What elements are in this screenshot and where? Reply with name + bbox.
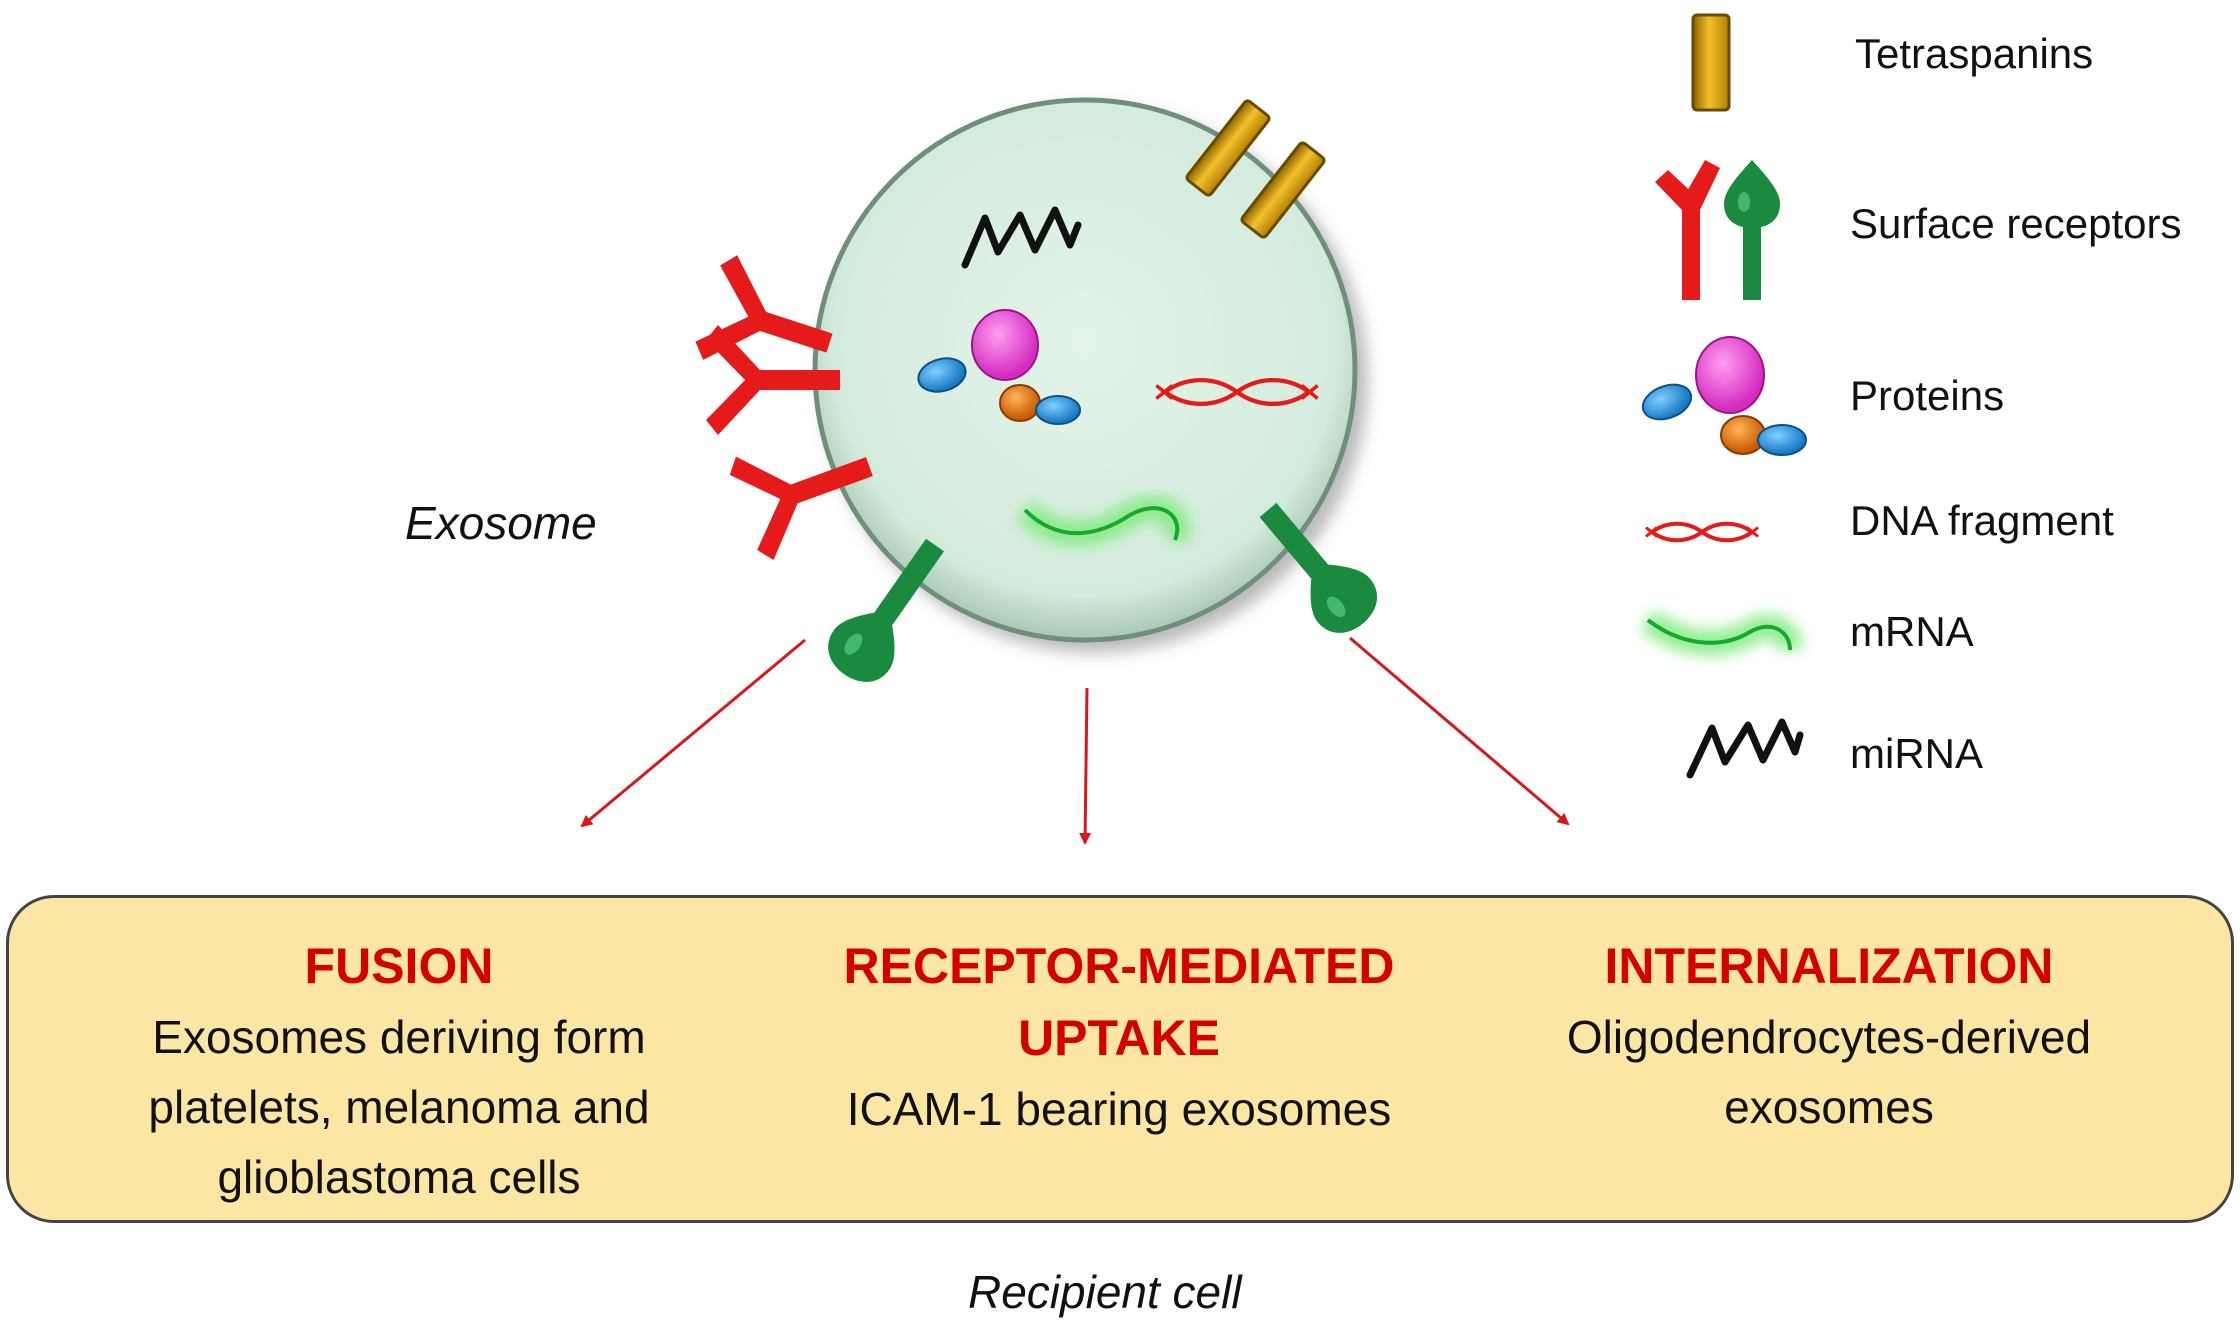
surface-receptors-icon <box>1655 160 1780 300</box>
dna-fragment-icon <box>1645 521 1759 543</box>
pathway-receptor-mediated-description: ICAM-1 bearing exosomes <box>846 1083 1392 1135</box>
pathway-fusion-title: FUSION <box>304 938 494 994</box>
recipient-cell-label: Recipient cell <box>968 1266 1242 1318</box>
exosome-mrna <box>1015 495 1191 547</box>
exosome-tetraspanin-2 <box>1240 141 1326 239</box>
pathway-fusion-description: Exosomes deriving form platelets, melano… <box>148 1011 650 1203</box>
legend-label-mrna: mRNA <box>1850 608 1974 655</box>
recipient-cell-box: FUSION Exosomes deriving form platelets,… <box>6 895 2234 1223</box>
pathway-receptor-mediated-title: RECEPTOR-MEDIATED UPTAKE <box>843 938 1395 1066</box>
pathway-internalization-title: INTERNALIZATION <box>1604 938 2054 994</box>
exosome-proteins <box>917 309 1081 425</box>
legend-label-surface-receptors: Surface receptors <box>1850 200 2182 247</box>
arrow-receptor-mediated <box>1079 687 1092 845</box>
exosome-tetraspanin-1 <box>1185 99 1271 197</box>
arrow-internalization <box>1349 636 1570 826</box>
exosome-label: Exosome <box>405 497 597 549</box>
arrow-fusion <box>580 638 806 828</box>
exosome-dna-fragment <box>1155 377 1319 407</box>
pathway-internalization: INTERNALIZATION Oligodendrocytes-derived… <box>1489 930 2169 1142</box>
legend-label-proteins: Proteins <box>1850 372 2005 419</box>
legend-label-tetraspanins: Tetraspanins <box>1855 30 2094 77</box>
exosome-red-receptor-3 <box>729 456 873 560</box>
mrna-icon <box>1640 609 1803 656</box>
exosome-red-receptor-2 <box>706 325 840 435</box>
legend-label-mirna: miRNA <box>1850 730 1983 777</box>
exosome-mirna <box>961 206 1082 269</box>
pathway-fusion: FUSION Exosomes deriving form platelets,… <box>69 930 729 1212</box>
tetraspanin-icon <box>1691 13 1731 112</box>
exosome-green-receptor-1 <box>828 538 945 682</box>
exosome-green-receptor-2 <box>1259 502 1378 633</box>
legend-label-dna-fragment: DNA fragment <box>1850 497 2114 544</box>
proteins-icon <box>1641 336 1807 456</box>
pathway-internalization-description: Oligodendrocytes-derived exosomes <box>1566 1011 2092 1133</box>
mirna-icon <box>1686 718 1804 779</box>
pathway-receptor-mediated: RECEPTOR-MEDIATED UPTAKE ICAM-1 bearing … <box>779 930 1459 1144</box>
